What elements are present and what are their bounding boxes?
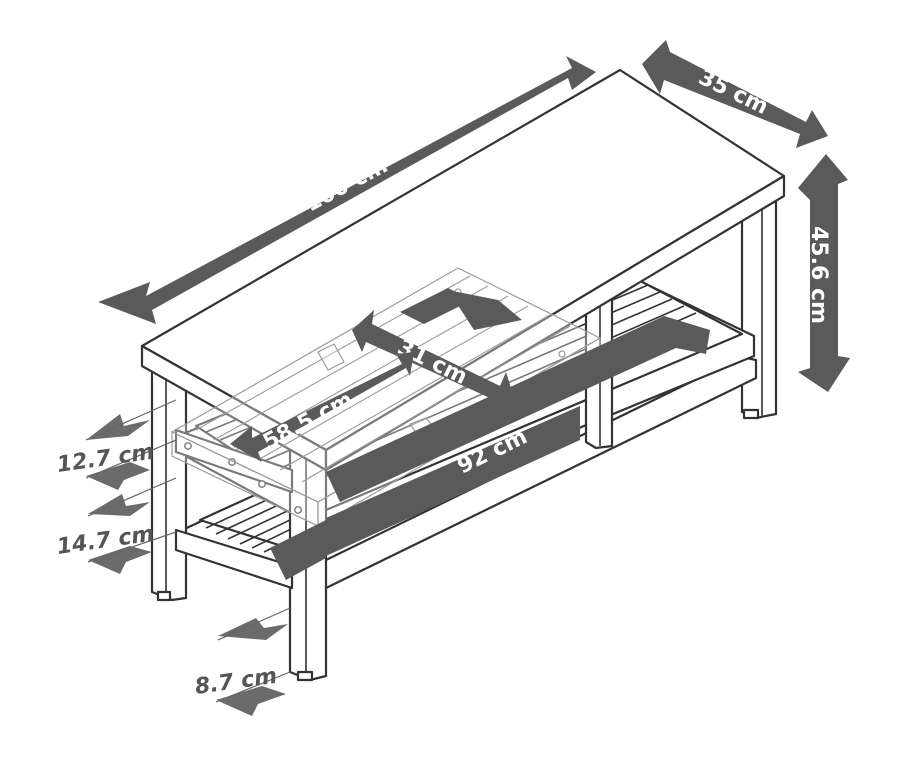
height-label: 45.6 cm bbox=[806, 226, 831, 324]
dimension-foot-height: 8.7 cm bbox=[193, 607, 291, 716]
front-aprons bbox=[174, 428, 302, 590]
depth-label: 35 cm bbox=[694, 65, 772, 120]
length-label: 100 cm bbox=[301, 153, 392, 217]
front-left-leg bbox=[150, 354, 188, 602]
dimension-height: 45.6 cm bbox=[798, 154, 850, 392]
dimension-gap-upper: 12.7 cm bbox=[55, 399, 177, 490]
